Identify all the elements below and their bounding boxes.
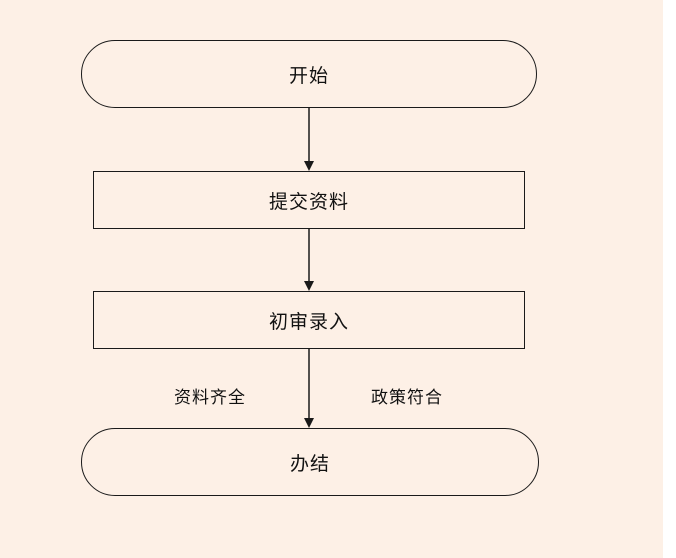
submit-materials-label: 提交资料 <box>268 190 349 213</box>
right-margin <box>663 0 676 558</box>
start-node-label: 开始 <box>288 64 329 87</box>
initial-review-node: 初审录入 <box>93 291 525 349</box>
submit-materials-node: 提交资料 <box>93 171 525 229</box>
end-node: 办结 <box>81 428 539 496</box>
edge-label-materials-complete: 资料齐全 <box>174 388 246 408</box>
start-node: 开始 <box>81 40 537 108</box>
end-node-label: 办结 <box>289 452 330 475</box>
initial-review-label: 初审录入 <box>268 310 349 333</box>
edge-label-policy-compliant: 政策符合 <box>371 388 443 408</box>
